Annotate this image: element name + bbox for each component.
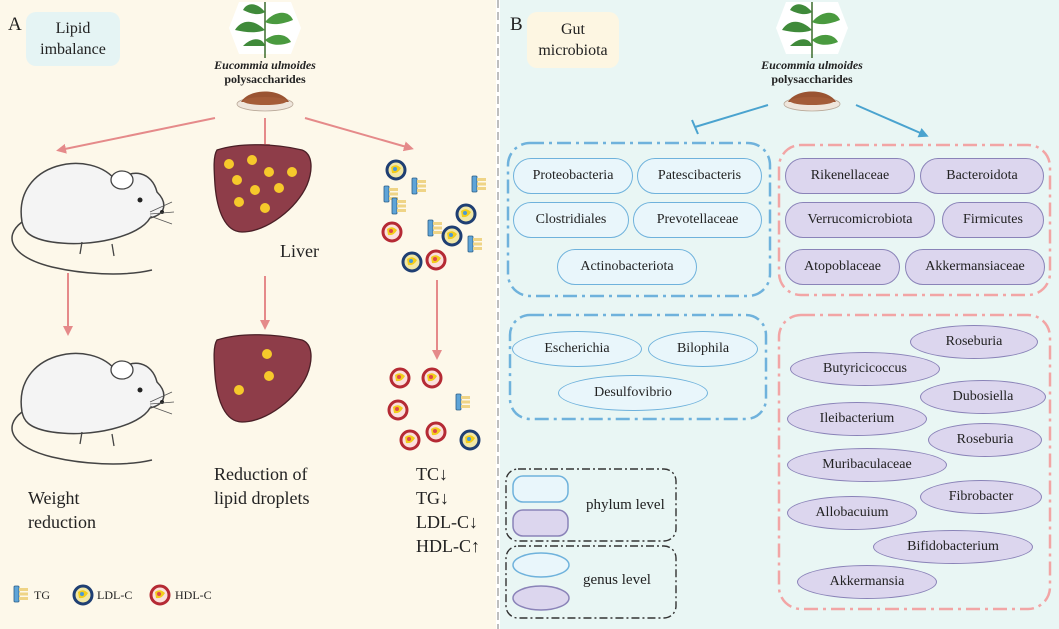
inhibit-bar <box>691 119 699 135</box>
liver-before-illustration <box>213 144 312 233</box>
plant-icon-b <box>775 1 849 59</box>
taxon-oval: Muribaculaceae <box>787 448 947 482</box>
panel-b-title: Gut microbiota <box>527 12 619 68</box>
taxon-pill: Akkermansiaceae <box>905 249 1045 285</box>
liver-after-illustration <box>213 334 312 423</box>
taxon-pill: Patescibacteris <box>637 158 762 194</box>
weight-label-line1: Weight <box>28 488 80 508</box>
plant-icon-a <box>228 1 302 59</box>
decreased-phylum-box <box>506 141 772 298</box>
taxon-oval: Ileibacterium <box>787 402 927 436</box>
taxon-oval: Akkermansia <box>797 565 937 599</box>
legend-ldl-label: LDL-C <box>97 588 133 602</box>
taxon-oval: Escherichia <box>512 331 642 367</box>
panel-a-background <box>0 0 496 629</box>
taxon-pill: Firmicutes <box>942 202 1044 238</box>
taxon-oval: Roseburia <box>928 423 1042 457</box>
taxon-oval: Bilophila <box>648 331 758 367</box>
panel-a-title: Lipid imbalance <box>26 12 120 66</box>
compound-name-a: Eucommia ulmoides <box>214 58 316 72</box>
taxon-pill: Clostridiales <box>513 202 629 238</box>
result-ldl: LDL-C↓ <box>416 512 478 532</box>
legend-ldl-icon <box>72 584 94 606</box>
panel-a-title-line2: imbalance <box>40 41 106 58</box>
legend-hdl-icon <box>149 584 171 606</box>
panel-b-title-line2: microbiota <box>538 42 608 59</box>
taxon-oval: Dubosiella <box>920 380 1046 414</box>
taxon-oval: Allobacuium <box>787 496 917 530</box>
legend-phylum-blue-swatch <box>512 475 569 503</box>
panel-a-title-line1: Lipid <box>55 20 91 37</box>
compound-subtitle-a: polysaccharides <box>224 72 306 86</box>
taxon-oval: Desulfovibrio <box>558 375 708 411</box>
legend-phylum-label: phylum level <box>586 497 665 513</box>
compound-name-b: Eucommia ulmoides <box>761 58 863 72</box>
legend-tg-icon <box>13 585 29 603</box>
panel-b-letter: B <box>510 14 523 35</box>
decreased-genus-box <box>508 313 768 421</box>
promote-arrow <box>855 104 929 138</box>
legend-genus-purple-swatch <box>512 585 570 611</box>
legend-tg-label: TG <box>34 588 50 602</box>
taxon-pill: Prevotellaceae <box>633 202 762 238</box>
panel-b-title-line1: Gut <box>561 21 585 38</box>
increased-phylum-box <box>777 143 1052 297</box>
legend-genus-label: genus level <box>583 572 651 588</box>
result-tc: TC↓ <box>416 464 449 484</box>
panel-a-letter: A <box>8 14 22 35</box>
taxon-pill: Verrucomicrobiota <box>785 202 935 238</box>
arrow-to-mouse <box>56 117 216 154</box>
taxon-pill: Rikenellaceae <box>785 158 915 194</box>
arrow-to-lipids <box>304 117 414 152</box>
taxon-pill: Actinobacteriota <box>557 249 697 285</box>
taxon-oval: Butyricicoccus <box>790 352 940 386</box>
droplet-label-line1: Reduction of <box>214 464 308 484</box>
taxon-pill: Proteobacteria <box>513 158 633 194</box>
droplet-label-line2: lipid droplets <box>214 488 310 508</box>
taxon-oval: Roseburia <box>910 325 1038 359</box>
taxon-pill: Bacteroidota <box>920 158 1044 194</box>
result-tg: TG↓ <box>416 488 449 508</box>
inhibit-arrow <box>694 104 769 128</box>
taxon-oval: Bifidobacterium <box>873 530 1033 564</box>
liver-label: Liver <box>280 241 319 261</box>
legend-phylum-purple-swatch <box>512 509 569 537</box>
increased-genus-box <box>777 313 1052 611</box>
legend-phylum-box <box>505 468 677 542</box>
weight-label-line2: reduction <box>28 512 96 532</box>
compound-subtitle-b: polysaccharides <box>771 72 853 86</box>
legend-genus-blue-swatch <box>512 552 570 578</box>
taxon-pill: Atopoblaceae <box>785 249 900 285</box>
legend-hdl-label: HDL-C <box>175 588 212 602</box>
legend-genus-box <box>505 545 677 619</box>
result-hdl: HDL-C↑ <box>416 536 480 556</box>
taxon-oval: Fibrobacter <box>920 480 1042 514</box>
